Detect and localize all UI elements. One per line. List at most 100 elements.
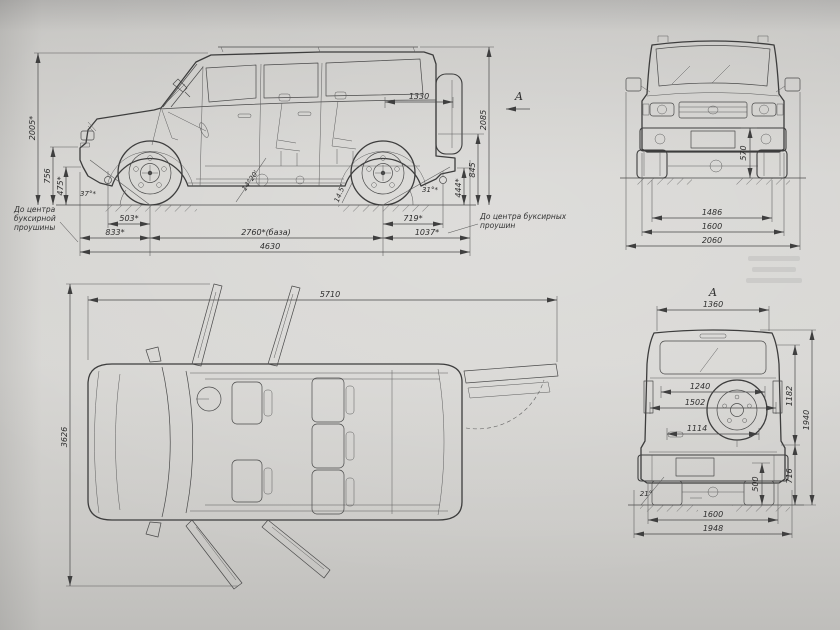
rear-tow-eye: [439, 176, 447, 184]
turn-signal: [80, 142, 90, 148]
cargo-window: [325, 58, 424, 97]
mirror-plan-right: [145, 521, 162, 538]
front-wheel: [117, 140, 183, 206]
dim-bumper-height: 570: [739, 145, 748, 160]
note-line: До центра: [13, 205, 56, 214]
roof-rails-plan: [205, 378, 440, 506]
side-body-outline: [79, 51, 456, 187]
note-line: До центра буксирных: [479, 212, 567, 221]
departure-angle-line: [382, 166, 451, 206]
headlight-right: [751, 102, 777, 117]
note-line: проушин: [480, 221, 515, 230]
drip-rails: [190, 372, 448, 512]
hood-contour: [115, 373, 121, 511]
front-right-tire: [756, 149, 788, 179]
note-front-tow-eye: До центра буксирной проушины: [13, 205, 79, 243]
rear-left-tire: [651, 480, 683, 506]
front-left-tire: [636, 149, 668, 179]
windshield-top: [185, 370, 194, 514]
rear-view-dimensions: 1360 1240 1502 1114 500 716 1182 1940 21…: [633, 300, 816, 538]
grille: [678, 101, 748, 119]
wipers: [671, 64, 731, 85]
seats-plan: [231, 377, 355, 515]
front-view-dimensions: 1486 1600 2060 570: [625, 92, 801, 250]
spare-wheel-rear: [706, 379, 768, 447]
rear-window: [659, 340, 767, 375]
ramp-angle-line: [341, 182, 353, 204]
top-view-art: [87, 283, 559, 590]
rear-view-art: [628, 329, 804, 512]
dim-track-rear: 1600: [703, 510, 723, 519]
ground-hatch: [338, 205, 430, 212]
dim-tow-eye-rear: 719*: [403, 214, 422, 223]
rear-view: A: [628, 286, 816, 538]
door-seams: [151, 62, 323, 187]
side-mirror: [172, 78, 191, 98]
dim-bumper-height: 756: [43, 168, 52, 183]
dim-rear-clearance: 444*: [454, 178, 463, 197]
dim-overall-length: 4630: [260, 242, 280, 251]
front-view: 1486 1600 2060 570: [620, 35, 806, 250]
mirror-right: [784, 77, 801, 92]
caster-line: [235, 157, 267, 203]
dim-tow-eye-front: 503*: [119, 214, 138, 223]
top-view: 5710 3626: [60, 283, 559, 590]
side-view: 2005* 756 475* 37°* 14°20' 14.5° 31°* 50…: [13, 46, 567, 256]
wiper: [164, 83, 186, 105]
dim-track-front: 1486: [702, 208, 722, 217]
rear-body-outline: [640, 329, 786, 484]
badge: [707, 105, 719, 115]
dim-rear-overhang: 1037*: [415, 228, 439, 237]
mirror-left: [625, 77, 642, 92]
front-body-outline: [641, 40, 785, 153]
dim-overall-height-rear: 1940: [802, 410, 811, 430]
fender-flares: [106, 151, 427, 187]
spare-wheel-side: [435, 73, 463, 155]
license-plate: [690, 130, 736, 149]
headlight-left: [649, 102, 675, 117]
ground-hatch: [105, 205, 197, 212]
rear-bumper: [637, 454, 789, 482]
rear-right-tire: [743, 480, 775, 506]
hood-seam: [646, 92, 780, 97]
tailgate-swing-arc: [465, 379, 545, 430]
approach-angle-line: [89, 159, 151, 206]
open-doors: [185, 283, 559, 590]
dim-height-with-rails: 2085: [479, 110, 488, 130]
dim-wheelbase: 2760*(база): [241, 228, 291, 237]
tilt-angle-line: [640, 476, 665, 506]
taillight-right: [772, 380, 783, 414]
dim-rear-opening: 1330: [409, 92, 429, 101]
dim-caster-angle: 14°20': [240, 169, 260, 193]
open-tailgate: [463, 363, 559, 384]
front-bumper: [639, 127, 787, 152]
rear-window-band: [437, 368, 445, 516]
rear-door-window: [263, 62, 319, 99]
interior-detail: [161, 91, 420, 187]
dim-tilt-angle: 21°: [640, 490, 652, 498]
mirror-plan-left: [145, 346, 162, 363]
open-front-door-left: [191, 283, 223, 367]
tailgate-seams: [649, 377, 777, 453]
brake-light: [699, 333, 727, 339]
windshield: [655, 45, 771, 87]
dim-overall-height: 2005*: [28, 116, 37, 140]
front-door-window: [205, 64, 257, 103]
bumper-contour: [94, 370, 100, 514]
dim-overall-width: 1948: [703, 524, 723, 533]
dim-width-doors-open: 3626: [60, 427, 69, 447]
dim-opening-height: 1182: [785, 386, 794, 406]
dim-body-width-rear: 1502: [685, 398, 705, 407]
headlight: [80, 130, 95, 141]
open-rear-door-right: [261, 519, 331, 579]
rear-view-label: A: [708, 286, 717, 299]
side-view-dimensions: 2005* 756 475* 37°* 14°20' 14.5° 31°* 50…: [13, 46, 567, 256]
top-body-outline: [87, 363, 463, 521]
dim-rear-sill-height: 845: [468, 162, 477, 177]
dim-approach-angle: 37°*: [80, 190, 96, 198]
windshield-pillar: [162, 63, 204, 108]
rear-license-plate: [675, 457, 715, 477]
taillight-left: [643, 380, 654, 414]
dim-body-width: 1600: [702, 222, 722, 231]
